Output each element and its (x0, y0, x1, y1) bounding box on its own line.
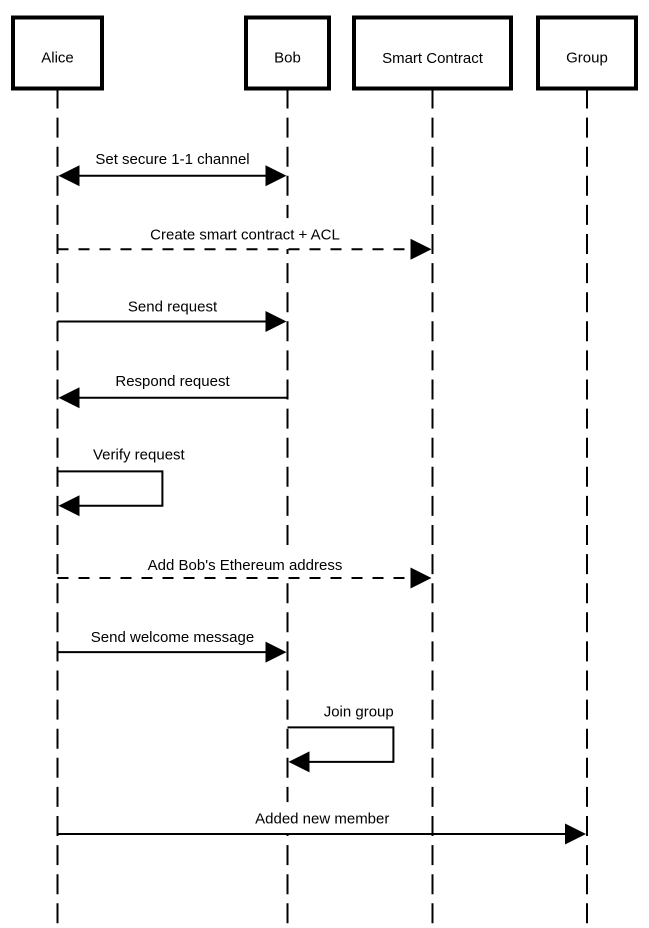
svg-text:Send welcome message: Send welcome message (91, 629, 254, 646)
svg-text:Send request: Send request (128, 299, 218, 316)
svg-text:Smart Contract: Smart Contract (382, 50, 484, 67)
svg-text:Group: Group (566, 50, 608, 67)
svg-text:Create smart contract + ACL: Create smart contract + ACL (150, 227, 340, 244)
svg-text:Verify request: Verify request (93, 447, 186, 464)
svg-text:Respond request: Respond request (115, 373, 230, 390)
svg-text:Set secure 1-1 channel: Set secure 1-1 channel (95, 151, 249, 168)
svg-text:Add Bob's Ethereum address: Add Bob's Ethereum address (148, 557, 343, 574)
svg-text:Added new member: Added new member (255, 811, 389, 828)
svg-text:Bob: Bob (274, 50, 301, 67)
svg-text:Join group: Join group (324, 704, 394, 721)
svg-text:Alice: Alice (41, 50, 74, 67)
